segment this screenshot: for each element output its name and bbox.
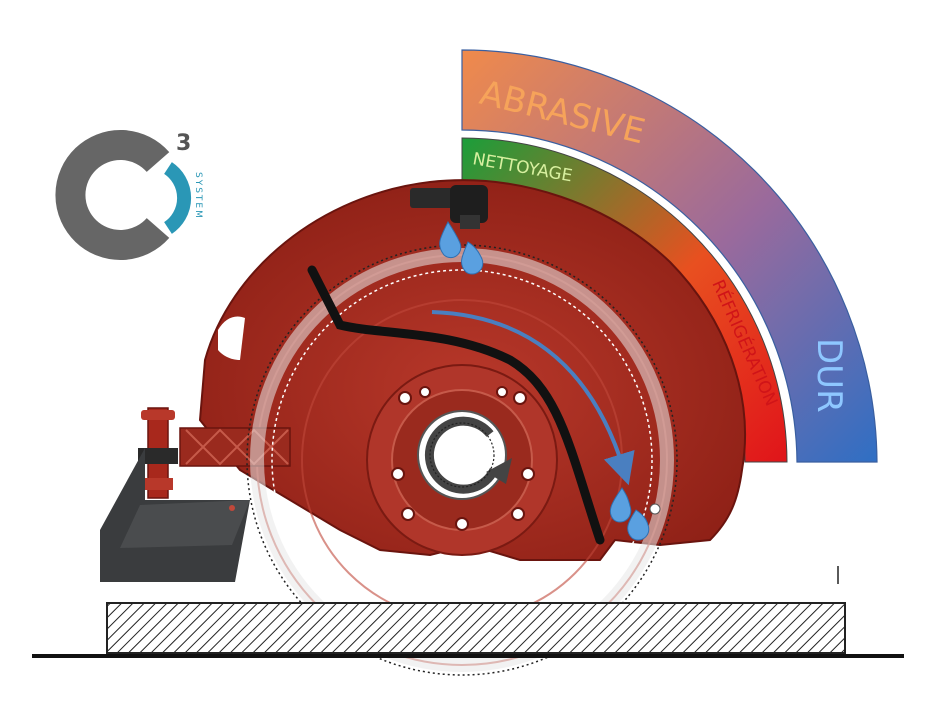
water-drop-icon bbox=[439, 221, 650, 541]
workpiece-hatched bbox=[106, 602, 846, 654]
black-cable bbox=[307, 265, 605, 545]
water-nozzle bbox=[410, 185, 488, 229]
outer-band-arc bbox=[461, 49, 878, 463]
blade-outline bbox=[246, 244, 678, 676]
blade-dotted-outer bbox=[246, 244, 678, 676]
guard-arm bbox=[179, 427, 291, 467]
hub bbox=[366, 364, 558, 556]
flow-arrow bbox=[431, 310, 635, 486]
hub-bolts bbox=[391, 386, 535, 531]
dur-label: DUR bbox=[809, 338, 849, 413]
guard-window bbox=[218, 316, 245, 360]
inner-band: NETTOYAGE RÉFRIGÉRATION bbox=[461, 137, 788, 463]
c3-logo: 3 SYSTEM bbox=[55, 130, 203, 260]
logo-c-shape bbox=[55, 130, 170, 260]
logo-superscript: 3 bbox=[176, 131, 191, 156]
base-block bbox=[100, 448, 250, 582]
logo-subtitle: SYSTEM bbox=[193, 172, 203, 220]
clamp-pin bbox=[138, 407, 178, 499]
logo-teal-crescent bbox=[163, 162, 192, 234]
drain-port bbox=[649, 503, 661, 515]
